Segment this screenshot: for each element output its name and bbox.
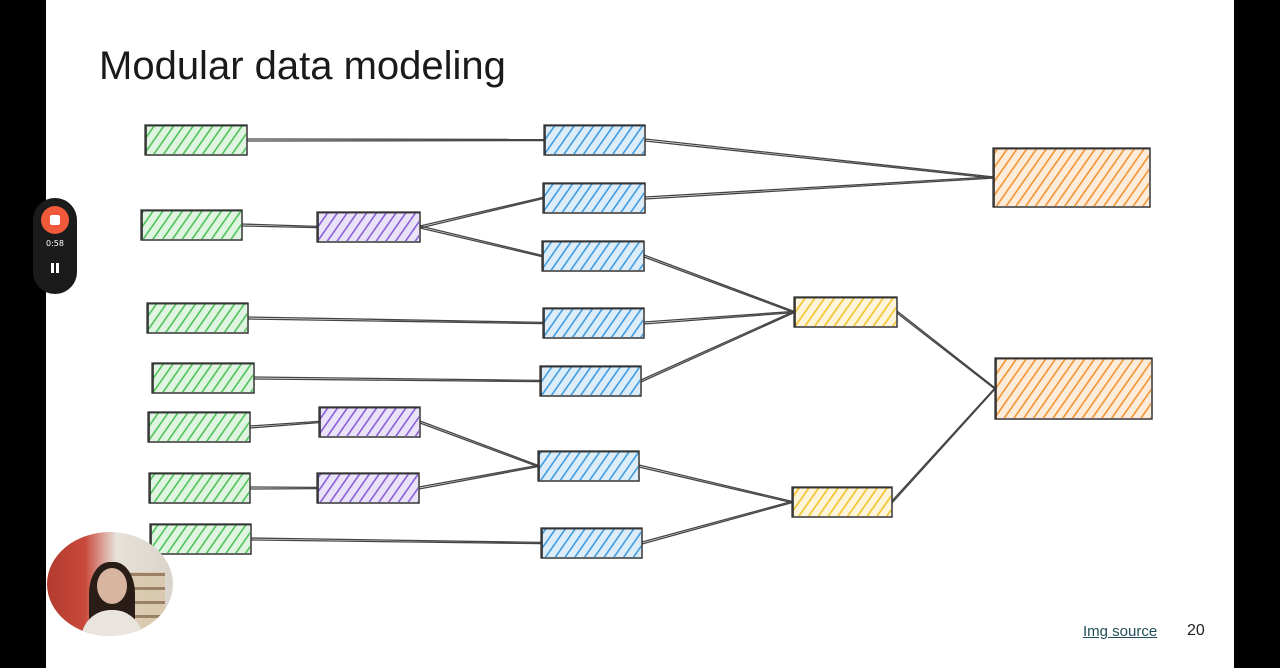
recording-controls: 0:58 [33,198,77,294]
edge-p2-b6 [419,422,539,468]
modular-data-model-diagram [140,124,1153,559]
edge-b1-o1 [644,138,994,178]
edges-layer [241,138,996,545]
img-source-link[interactable]: Img source [1083,623,1158,640]
node-source-g1 [144,124,248,156]
node-aggregate-y1 [793,296,898,328]
node-staging-b4 [542,307,645,339]
edge-p3-b6 [418,465,539,490]
recording-timer: 0:58 [46,239,64,248]
node-staging-b2 [542,182,646,214]
node-source-g4 [151,362,255,394]
edge-g5-p2 [249,421,320,429]
edge-b2-o1 [644,176,994,198]
node-staging-b1 [543,124,646,156]
edge-b1-o1 [644,140,994,179]
edge-p1-b3 [419,225,543,257]
edge-g7-b7 [250,539,542,545]
node-intermediate-p1 [316,211,421,243]
node-intermediate-p2 [318,406,421,438]
node-staging-b7 [540,527,643,559]
edge-g7-b7 [250,537,542,544]
edge-y2-o2 [891,387,996,502]
edge-p3-b6 [418,464,539,488]
edge-p1-b2 [419,197,544,229]
edge-b2-o1 [644,177,994,200]
record-stop-icon[interactable] [41,206,69,234]
presenter-face [97,568,127,604]
edge-b3-y1 [643,256,795,314]
node-output-o1 [992,147,1151,208]
edge-y1-o2 [896,310,996,389]
edge-g3-b4 [247,316,544,324]
edge-p1-b2 [419,196,544,227]
slide-title: Modular data modeling [99,44,506,88]
edge-b6-y2 [638,466,793,504]
node-source-g6 [148,472,251,504]
edge-g2-p1 [241,223,318,228]
edge-b7-y2 [641,500,793,543]
edge-y1-o2 [896,312,996,390]
node-staging-b6 [537,450,640,482]
node-staging-b3 [541,240,645,272]
edge-g3-b4 [247,318,544,325]
edge-b6-y2 [638,464,793,503]
presentation-slide: Modular data modeling Img source 20 [46,0,1234,668]
edge-g2-p1 [241,225,318,229]
edge-g4-b5 [253,376,541,382]
edge-b4-y1 [643,311,795,325]
node-intermediate-p3 [316,472,420,504]
edge-p2-b6 [419,420,539,467]
node-staging-b5 [539,365,642,397]
edge-b5-y1 [640,310,795,381]
edge-p1-b3 [419,227,543,258]
edge-b5-y1 [640,312,795,383]
page-number: 20 [1187,622,1205,639]
edge-g5-p2 [249,420,320,427]
node-aggregate-y2 [791,486,893,518]
edge-y2-o2 [891,388,996,504]
edge-g4-b5 [253,378,541,383]
presenter-webcam[interactable] [47,532,173,636]
pause-icon[interactable] [45,258,65,278]
node-source-g3 [146,302,249,334]
node-output-o2 [994,357,1153,420]
edge-b3-y1 [643,254,795,313]
edge-b7-y2 [641,501,793,545]
nodes-layer [140,124,1153,559]
edge-b4-y1 [643,310,795,323]
node-source-g7 [149,523,252,555]
node-source-g5 [147,411,251,443]
node-source-g2 [140,209,243,241]
